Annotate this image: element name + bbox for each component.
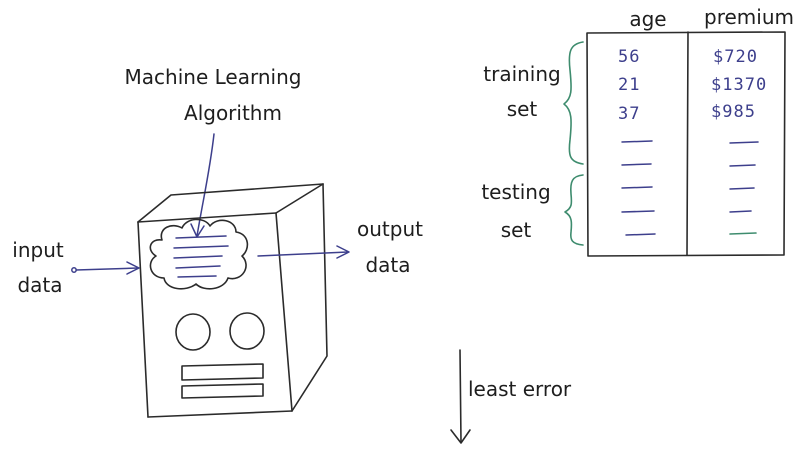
testing-label-line2: set — [501, 218, 532, 242]
algorithm-pointer-arrow — [190, 133, 215, 238]
table-cell: $985 — [711, 102, 756, 122]
input-label-line1: input — [12, 238, 64, 262]
table-rows: 56 $720 21 $1370 37 $985 — [618, 47, 767, 124]
placeholder-dash — [621, 140, 653, 143]
table-cell: 56 — [618, 47, 640, 67]
placeholder-dash — [625, 233, 656, 236]
testing-label-line1: testing — [481, 180, 550, 204]
placeholder-dash — [729, 187, 755, 190]
placeholder-dash — [729, 141, 759, 144]
training-label-line2: set — [507, 97, 538, 121]
table-header-age: age — [629, 7, 666, 31]
output-arrow — [257, 245, 350, 259]
placeholder-dash — [729, 164, 756, 167]
testing-brace — [564, 174, 584, 246]
table-cell: 21 — [618, 75, 640, 95]
machine-box — [137, 183, 328, 418]
training-brace — [563, 41, 584, 165]
table-header-premium: premium — [704, 5, 794, 29]
output-label-line2: data — [365, 253, 410, 277]
table-cell: $720 — [713, 47, 758, 67]
input-label-line2: data — [17, 273, 62, 297]
placeholder-dash — [621, 163, 652, 166]
placeholder-dash — [729, 210, 752, 213]
placeholder-dash — [729, 232, 757, 235]
machine-dials — [175, 312, 265, 351]
placeholder-dash — [621, 210, 655, 213]
least-error-label: least error — [468, 377, 572, 401]
ml-algorithm-label-line2: Algorithm — [184, 101, 282, 125]
least-error-arrow — [450, 349, 471, 444]
table-cell: 37 — [618, 104, 640, 124]
placeholder-dash — [621, 186, 653, 189]
table-cell: $1370 — [711, 75, 767, 95]
machine-slots — [181, 363, 264, 399]
placeholder-rows — [621, 140, 759, 236]
output-label-line1: output — [357, 217, 423, 241]
training-label-line1: training — [483, 62, 560, 86]
ml-algorithm-label-line1: Machine Learning — [125, 65, 302, 89]
algorithm-cloud — [149, 218, 249, 290]
input-arrow — [71, 261, 140, 275]
data-table — [586, 31, 786, 257]
